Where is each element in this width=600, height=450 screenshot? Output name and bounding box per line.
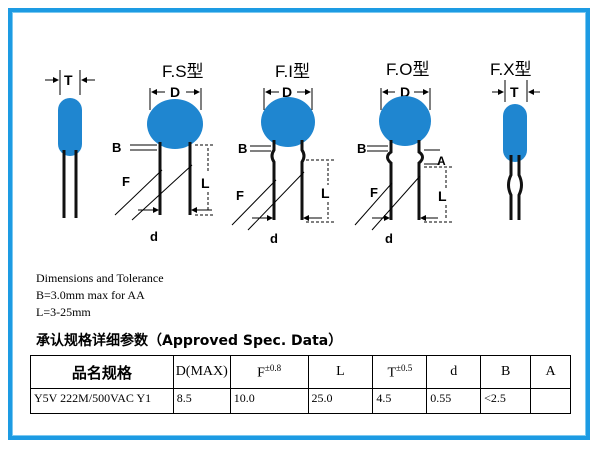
fs-lead-d-label: d <box>150 229 158 244</box>
fi-l-label: L <box>321 185 330 201</box>
fi-d-label: D <box>282 84 292 100</box>
fs-l-label: L <box>201 175 210 191</box>
cell-lead-d: 0.55 <box>426 388 482 414</box>
fo-a-label: A <box>437 154 446 168</box>
header-f-tolerance: ±0.8 <box>264 362 282 373</box>
fo-d-label: D <box>400 84 410 100</box>
fi-lead-d-label: d <box>270 231 278 246</box>
fi-f-label: F <box>236 188 244 203</box>
header-d-max: D(MAX) <box>172 355 231 389</box>
fo-type-drawing: F.O型 D B A F L d <box>354 60 452 246</box>
dimension-notes: Dimensions and Tolerance B=3.0mm max for… <box>36 270 164 321</box>
fx-t-label: T <box>510 84 519 100</box>
fo-l-label: L <box>438 188 447 204</box>
side-view-left: T <box>45 70 95 218</box>
fs-type-title: F.S型 <box>162 62 204 81</box>
fs-disc-body <box>147 99 203 149</box>
fo-f-label: F <box>370 185 378 200</box>
fx-type-drawing: F.X型 T <box>490 60 540 220</box>
spec-section-title: 承认规格详细参数（Approved Spec. Data） <box>36 333 343 349</box>
inner-frame <box>12 12 586 436</box>
fi-type-drawing: F.I型 D B F L d <box>231 62 334 246</box>
cell-b: <2.5 <box>480 388 532 414</box>
fx-type-title: F.X型 <box>490 60 532 79</box>
fx-side-body <box>503 104 527 162</box>
table-row: Y5V 222M/500VAC Y1 8.5 10.0 25.0 4.5 0.5… <box>30 388 571 414</box>
header-lead-d: d <box>426 355 482 389</box>
fi-b-label: B <box>238 141 247 156</box>
side-left-t-label: T <box>64 72 73 88</box>
fo-b-label: B <box>357 141 366 156</box>
notes-heading: Dimensions and Tolerance <box>36 271 164 285</box>
side-left-body <box>58 98 82 156</box>
header-t-label: T <box>387 365 396 381</box>
capacitor-drawings: T F.S型 D B F L d F.I型 <box>45 60 540 246</box>
header-b: B <box>480 355 532 389</box>
cell-t: 4.5 <box>372 388 428 414</box>
fi-disc-body <box>261 97 315 147</box>
spec-table: 品名规格 D(MAX) F±0.8 L T±0.5 d B A Y5V 222M… <box>30 355 571 414</box>
header-f-label: F <box>257 365 265 381</box>
header-l: L <box>307 355 374 389</box>
fo-lead-d-label: d <box>385 231 393 246</box>
fs-d-label: D <box>170 84 180 100</box>
outer-frame <box>8 8 590 440</box>
fi-type-title: F.I型 <box>275 62 310 81</box>
fs-type-drawing: F.S型 D B F L d <box>112 62 215 244</box>
cell-f: 10.0 <box>229 388 309 414</box>
cell-a <box>530 388 571 414</box>
cell-d-max: 8.5 <box>172 388 231 414</box>
notes-l-range: L=3-25mm <box>36 305 91 319</box>
fo-type-title: F.O型 <box>386 60 429 79</box>
header-a: A <box>530 355 571 389</box>
cell-product-name: Y5V 222M/500VAC Y1 <box>30 388 174 414</box>
cell-l: 25.0 <box>307 388 374 414</box>
fo-disc-body <box>379 96 431 146</box>
notes-b-max: B=3.0mm max for AA <box>36 288 145 302</box>
spec-header-row: 品名规格 D(MAX) F±0.8 L T±0.5 d B A <box>30 355 571 389</box>
header-t-tolerance: ±0.5 <box>396 362 413 373</box>
header-f: F±0.8 <box>229 355 309 389</box>
header-t: T±0.5 <box>372 355 428 389</box>
fs-b-label: B <box>112 140 121 155</box>
header-product-name: 品名规格 <box>30 355 174 389</box>
fs-f-label: F <box>122 174 130 189</box>
